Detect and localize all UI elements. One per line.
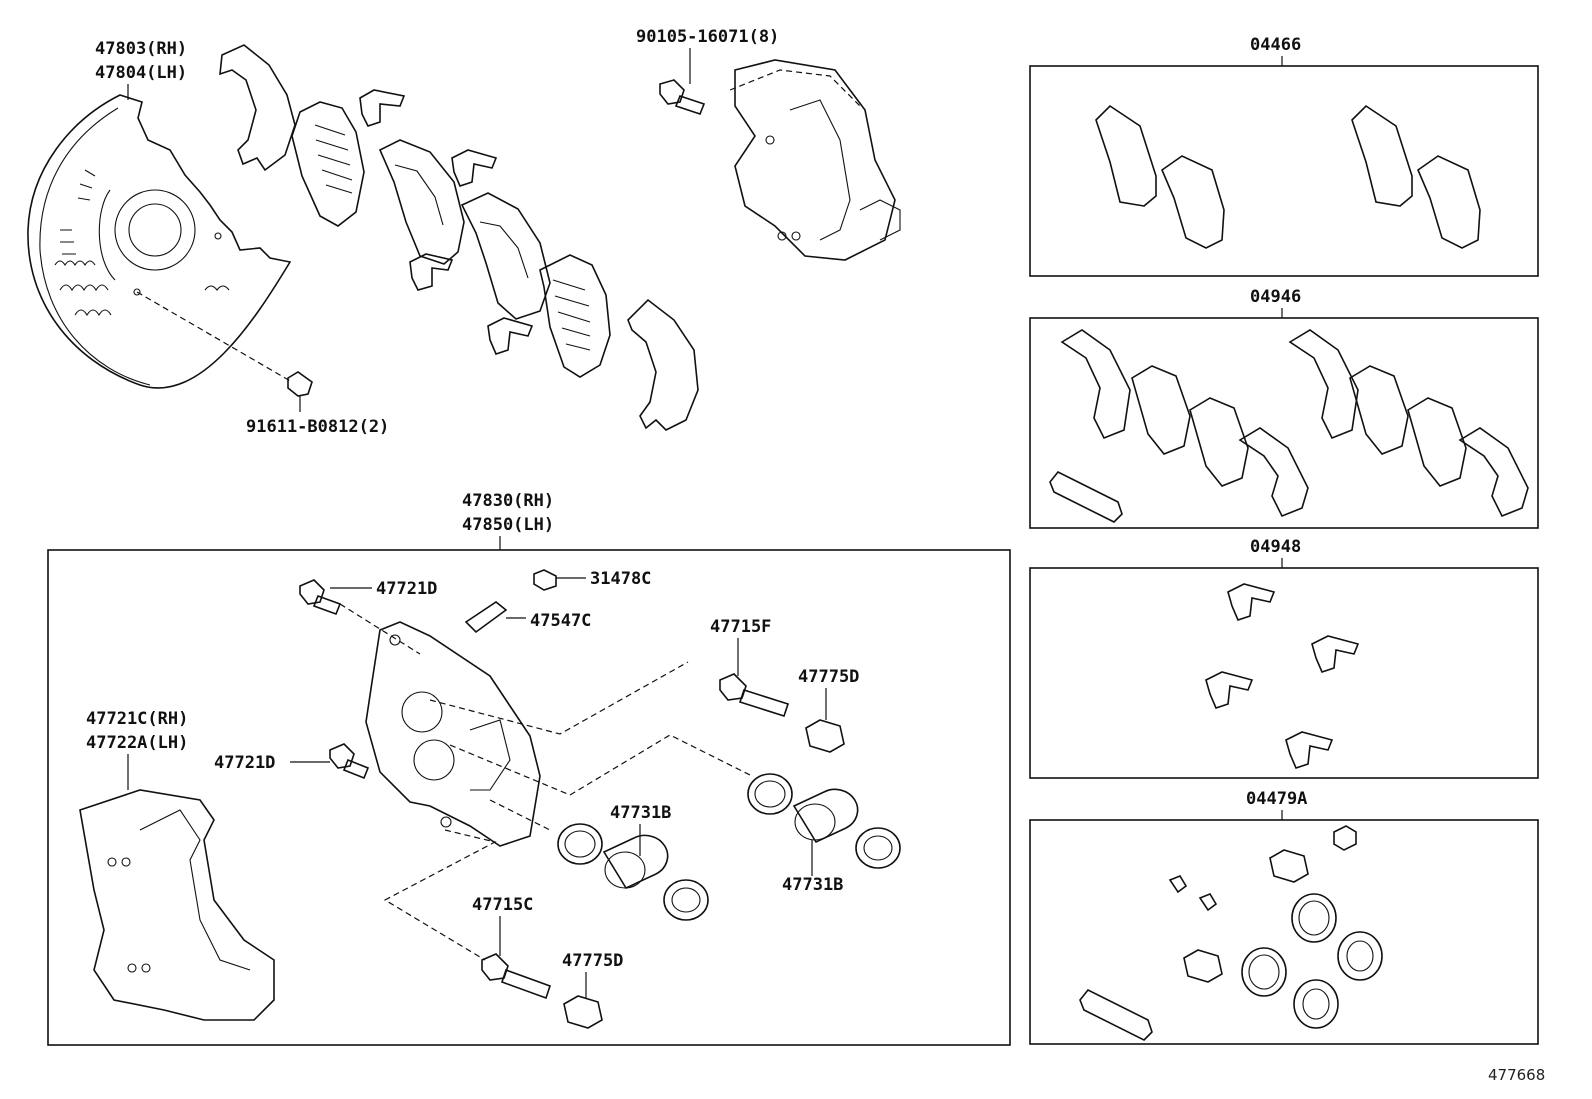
kit-box-04946: [1029, 317, 1539, 529]
label-47722A: 47722A(LH): [86, 733, 188, 753]
label-47804: 47804(LH): [95, 63, 187, 83]
caliper-body: [365, 621, 541, 847]
kit-label-04479A: 04479A: [1246, 789, 1307, 809]
label-90105: 90105-16071(8): [636, 27, 779, 47]
label-47850: 47850(LH): [462, 515, 554, 535]
kit-label-04948: 04948: [1250, 537, 1301, 557]
kit-label-04946: 04946: [1250, 287, 1301, 307]
kit-label-04466: 04466: [1250, 35, 1301, 55]
label-91611: 91611-B0812(2): [246, 417, 389, 437]
anti-squeal-shims: [219, 44, 699, 431]
dust-shield: 47803(RH) 47804(LH): [27, 39, 292, 389]
kit-box-04479A: [1029, 819, 1539, 1045]
caliper-assembly: 47830(RH) 47850(LH) 47721D 31478C 47547C…: [47, 491, 1011, 1046]
label-47731B-right: 47731B: [782, 875, 843, 895]
label-47715F: 47715F: [710, 617, 771, 637]
kit-box-04466: [1029, 65, 1539, 277]
caliper-mounting-upper: [729, 59, 901, 261]
label-47803: 47803(RH): [95, 39, 187, 59]
label-47721C: 47721C(RH): [86, 709, 188, 729]
mounting-bolt: 90105-16071(8): [636, 27, 779, 115]
kit-04948: 04948: [1029, 537, 1539, 779]
label-47715C: 47715C: [472, 895, 533, 915]
kit-box-04948: [1029, 567, 1539, 779]
label-47775D-lower: 47775D: [562, 951, 623, 971]
caliper-mounting-lower: [79, 789, 275, 1021]
brake-pads: [378, 139, 551, 320]
label-47830: 47830(RH): [462, 491, 554, 511]
caliper-assembly-box: [47, 549, 1011, 1046]
label-47721D-upper: 47721D: [376, 579, 437, 599]
label-31478C: 31478C: [590, 569, 651, 589]
kit-04466: 04466: [1029, 35, 1539, 277]
label-47775D-upper: 47775D: [798, 667, 859, 687]
label-47731B-left: 47731B: [610, 803, 671, 823]
label-47721D-lower: 47721D: [214, 753, 275, 773]
kit-04479A: 04479A: [1029, 789, 1539, 1045]
pad-clips: [359, 89, 534, 355]
shield-screw: 91611-B0812(2): [136, 291, 389, 437]
label-47547C: 47547C: [530, 611, 591, 631]
reference-number: 477668: [1488, 1066, 1545, 1084]
kit-04946: 04946: [1029, 287, 1539, 529]
